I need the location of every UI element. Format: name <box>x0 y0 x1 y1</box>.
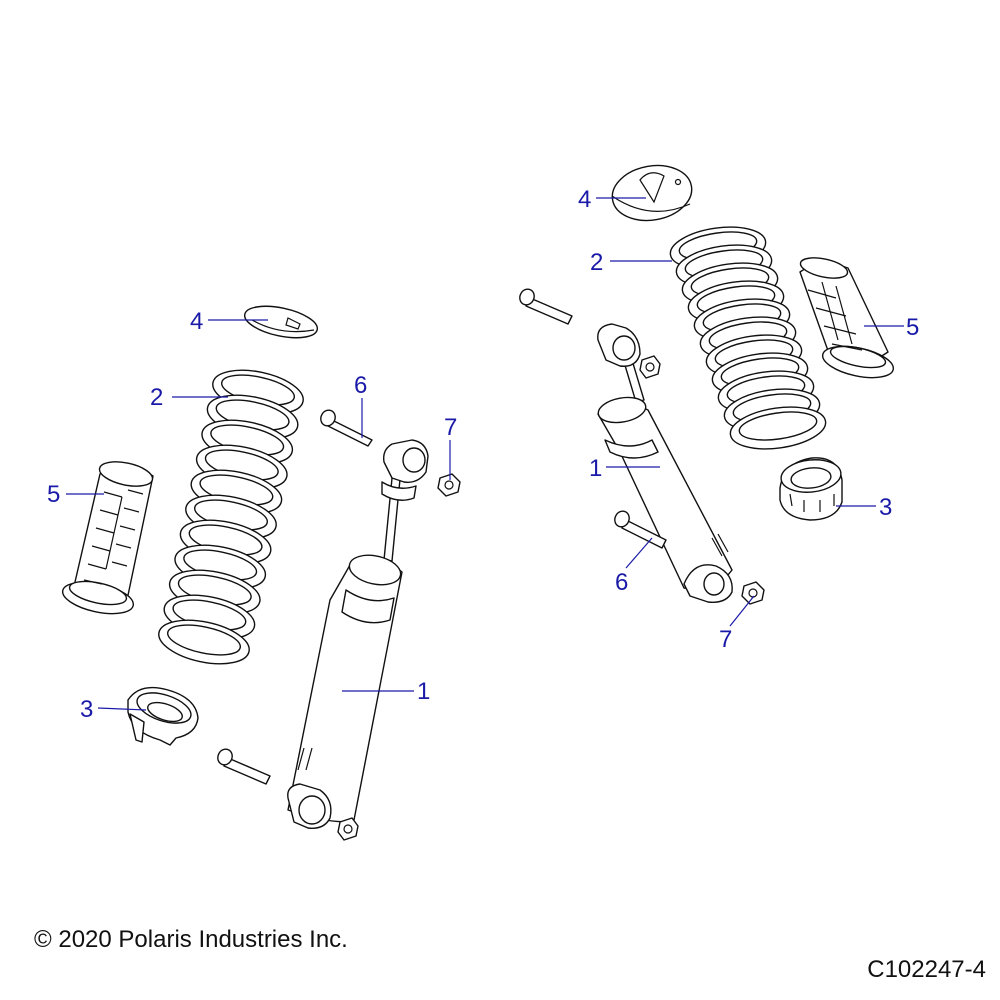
left-spring-plate <box>243 305 319 339</box>
leader-right-7 <box>729 595 755 627</box>
callout-right-spring: 2 <box>590 249 603 276</box>
callout-right-shock: 1 <box>589 455 602 482</box>
left-shock-absorber <box>287 439 429 829</box>
callout-left-nut: 7 <box>444 414 457 441</box>
right-spring-coil-inner <box>738 411 818 441</box>
left-spring-coil-inner <box>167 624 241 656</box>
callout-left-bolt: 6 <box>354 372 367 399</box>
drawing-number: C102247-4 <box>867 956 986 983</box>
right-bolt-upper <box>519 288 573 325</box>
right-spring-cover <box>799 257 895 379</box>
left-nut-upper <box>437 473 461 497</box>
left-bolt-upper <box>320 409 373 447</box>
left-nut-lower <box>337 817 359 841</box>
copyright-notice: © 2020 Polaris Industries Inc. <box>34 926 348 953</box>
leader-left-3 <box>97 707 147 711</box>
callout-left-spring: 2 <box>150 384 163 411</box>
callout-left-retainer: 3 <box>80 696 93 723</box>
leader-right-6 <box>625 537 653 569</box>
left-bolt-lower <box>217 748 271 785</box>
leader-lines <box>66 197 904 711</box>
right-spring-retainer <box>779 457 843 521</box>
callout-right-bolt: 6 <box>615 569 628 596</box>
callout-left-shock: 1 <box>417 678 430 705</box>
right-coil-spring <box>669 226 827 450</box>
right-shock-absorber <box>597 323 733 603</box>
right-nut-lower <box>741 581 765 605</box>
left-coil-spring <box>158 369 304 665</box>
right-bolt-lower <box>614 510 667 549</box>
left-spring-retainer <box>127 686 199 746</box>
callout-left-cover: 5 <box>47 481 60 508</box>
left-spring-cover <box>61 461 154 615</box>
right-spring-plate <box>611 164 693 222</box>
right-nut-upper <box>639 355 661 379</box>
callout-right-retainer: 3 <box>879 494 892 521</box>
callout-right-nut: 7 <box>719 626 732 653</box>
callout-right-cover: 5 <box>906 314 919 341</box>
callout-left-plate: 4 <box>190 308 203 335</box>
callout-right-plate: 4 <box>578 186 591 213</box>
